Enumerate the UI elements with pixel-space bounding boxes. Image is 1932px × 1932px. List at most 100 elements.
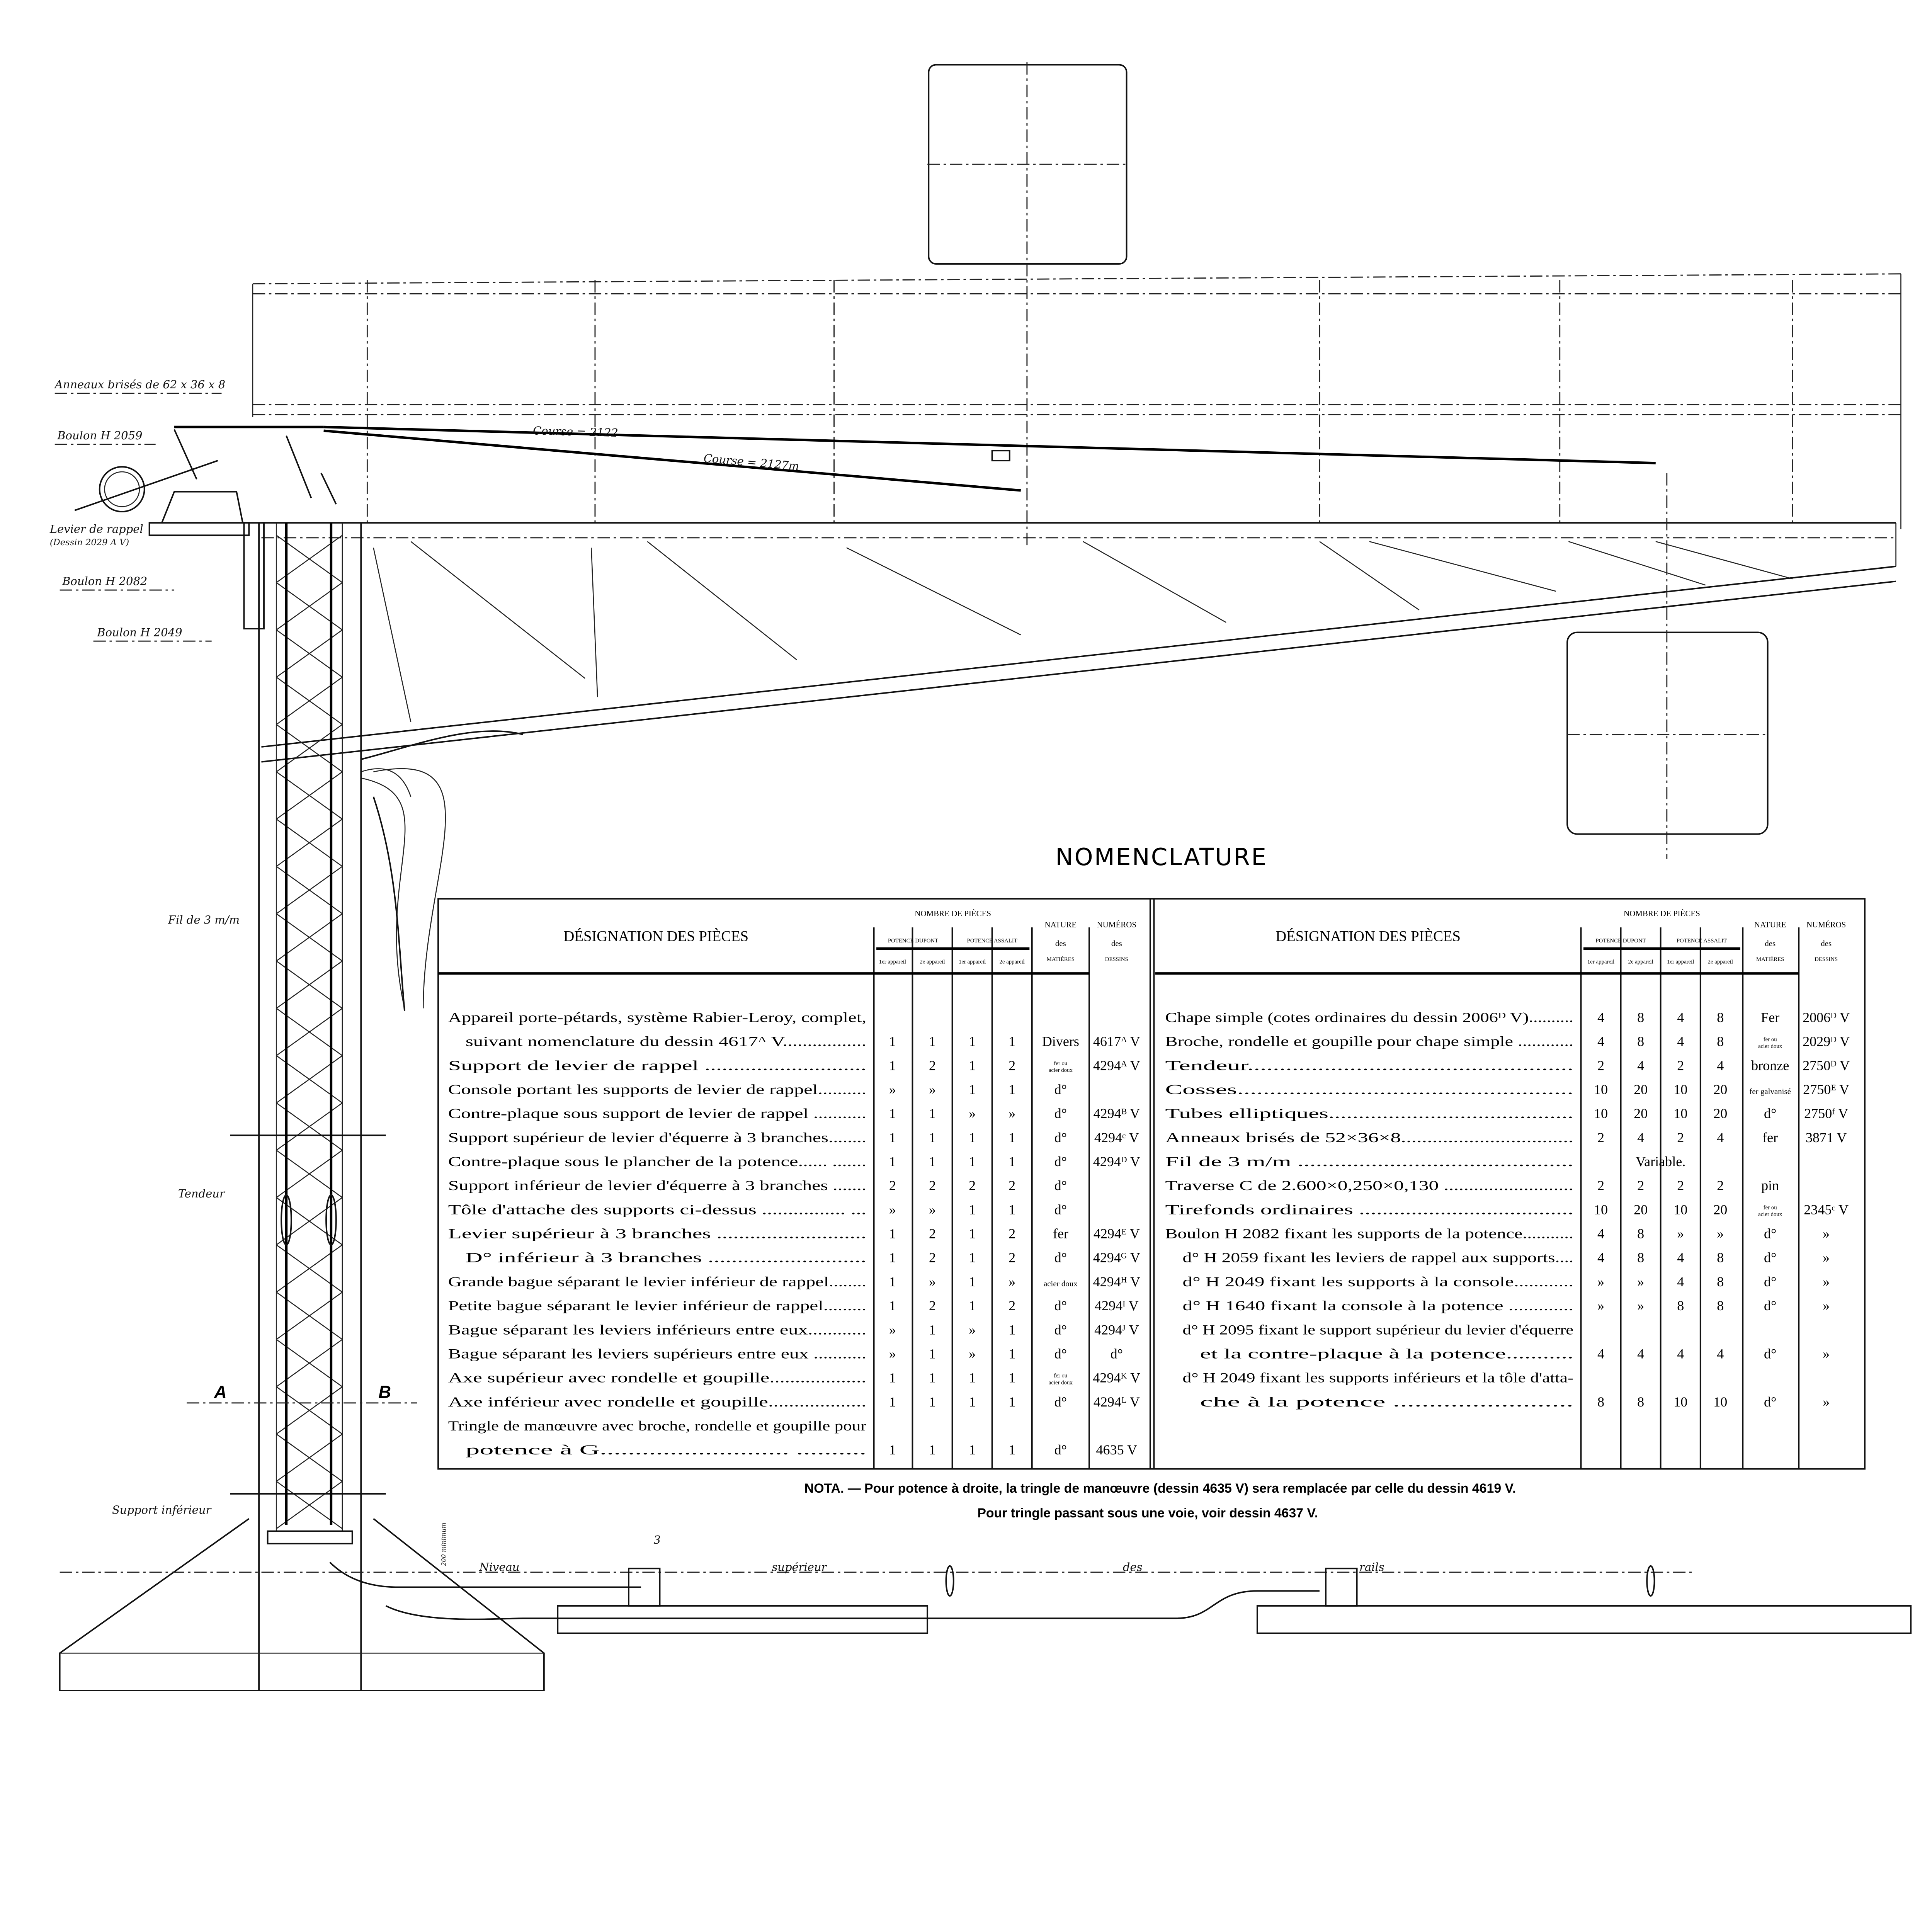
table-row-designation: Support supérieur de levier d'équerre à … [448,1130,866,1145]
label-course-1: Course = 2122 [533,424,618,439]
table-cell-count: 4 [1717,1346,1724,1361]
table-cell-count: 4 [1677,1274,1684,1289]
table-cell-count: 8 [1637,1034,1644,1049]
table-cell-count: 1 [929,1106,936,1121]
header-nature-des: des [1055,939,1066,948]
table-cell-count: 1 [1009,1346,1015,1361]
table-cell-count: 1 [889,1442,896,1458]
table-row-designation: Tubes elliptiques.......................… [1165,1106,1573,1121]
table-cell-count: 2 [1009,1250,1015,1265]
table-cell-nature: d° [1054,1322,1067,1337]
table-cell-count: 20 [1634,1202,1648,1217]
table-cell-count: 1 [1009,1322,1015,1337]
table-cell-count: 4 [1717,1058,1724,1073]
table-cell-numero: 2006ᴰ V [1803,1010,1850,1025]
table-cell-count: 2 [1597,1058,1604,1073]
table-cell-nature: d° [1764,1106,1776,1121]
nomenclature-title: NOMENCLATURE [1055,844,1267,871]
cables [281,425,1656,1525]
table-cell-count: 8 [1717,1010,1724,1025]
table-cell-nature: d° [1054,1178,1067,1193]
table-row-designation: d° H 2095 fixant le support supérieur du… [1183,1322,1574,1337]
table-cell-count: 1 [889,1226,896,1242]
table-cell-count: 10 [1673,1082,1687,1097]
table-row-designation: Contre-plaque sous support de levier de … [448,1106,866,1121]
table-cell-numero: 4294ᶜ V [1094,1130,1139,1145]
table-cell-count: 1 [969,1250,976,1265]
table-cell-count: 1 [929,1154,936,1169]
table-cell-count: 1 [969,1154,976,1169]
table-cell-nature: pin [1761,1178,1779,1193]
label-dim-200: 200 minimum [440,1522,447,1566]
table-cell-numero: 4617ᴬ V [1093,1034,1140,1049]
table-cell-nature: fer [1762,1130,1778,1145]
table-cell-numero: 2750ᴰ V [1803,1058,1850,1073]
gantry-handrail [252,273,1901,566]
table-cell-count: 20 [1713,1106,1727,1121]
table-cell-count: » [1637,1274,1644,1289]
table-cell-count: 1 [1009,1034,1015,1049]
table-cell-count: 2 [929,1298,936,1313]
table-cell-count: 1 [889,1106,896,1121]
table-cell-numero: 4294ᴶ V [1094,1322,1139,1337]
table-cell-count: 1 [1009,1154,1015,1169]
table-cell-nature: d° [1054,1298,1067,1313]
header-nature-des: des [1765,939,1776,948]
table-cell-count: 1 [969,1442,976,1458]
table-cell-nature: d° [1764,1346,1776,1361]
label-boulon-2049: Boulon H 2049 [97,626,182,639]
table-row-designation: Support inférieur de levier d'équerre à … [448,1178,866,1193]
table-cell-count: 2 [1009,1178,1015,1193]
header-appareil: 2e appareil [1708,959,1733,965]
table-cell-numero: 4294ᴳ V [1093,1250,1140,1265]
table-cell-count: 4 [1597,1346,1604,1361]
table-cell-count: 1 [969,1130,976,1145]
table-cell-count: 2 [889,1178,896,1193]
table-row-designation: Support de levier de rappel ............… [448,1058,866,1073]
label-support-inferieur: Support inférieur [112,1503,212,1517]
table-cell-count: 1 [969,1226,976,1242]
table-cell-count: 2 [1009,1226,1015,1242]
table-cell-count: 1 [889,1274,896,1289]
table-cell-count: 1 [969,1274,976,1289]
table-cell-count: 2 [929,1226,936,1242]
header-potence-dupont: POTENCE DUPONT [888,938,938,944]
table-cell-count: 8 [1637,1226,1644,1242]
table-cell-numero: 2029ᴰ V [1803,1034,1850,1049]
table-row-designation: Bague séparant les leviers inférieurs en… [448,1322,866,1337]
table-cell-numero: 4294ᴰ V [1093,1154,1140,1169]
table-row-designation: Grande bague séparant le levier inférieu… [448,1274,866,1289]
table-cell-count: 8 [1717,1274,1724,1289]
header-nature: NATURE [1045,920,1077,929]
table-cell-nature: d° [1054,1250,1067,1265]
header-appareil: 2e appareil [920,959,945,965]
table-row-designation: suivant nomenclature du dessin 4617ᴬ V..… [466,1034,866,1049]
table-cell-count: 2 [929,1250,936,1265]
table-cell-count: 2 [929,1058,936,1073]
table-cell-numero: 4294ᴱ V [1094,1226,1140,1242]
label-rails: rails [1359,1561,1384,1574]
table-cell-count: 8 [1637,1250,1644,1265]
table-cell-count: 1 [929,1034,936,1049]
header-dessins: DESSINS [1105,956,1128,963]
table-cell-count: » [1677,1226,1684,1242]
table-cell-count: 1 [889,1250,896,1265]
signal-gantry-drawing: Anneaux brisés de 62 x 36 x 8 Boulon H 2… [49,62,1912,1691]
table-cell-count: » [929,1202,936,1217]
table-cell-count: 2 [1677,1178,1684,1193]
table-cell-count: 4 [1597,1226,1604,1242]
table-cell-nature: d° [1764,1274,1776,1289]
nota-line-1: NOTA. — Pour potence à droite, la tringl… [804,1481,1516,1496]
table-cell-numero: » [1823,1250,1830,1265]
table-cell-count: » [889,1346,896,1361]
table-cell-count: 2 [1717,1178,1724,1193]
upper-signal-panel [927,62,1128,548]
table-cell-count: 1 [969,1082,976,1097]
table-cell-count: 4 [1597,1010,1604,1025]
table-cell-count: 8 [1717,1250,1724,1265]
table-cell-count: » [969,1322,976,1337]
gantry-truss [261,522,1896,1011]
header-appareil: 1er appareil [1587,959,1614,965]
table-cell-count: 2 [929,1178,936,1193]
